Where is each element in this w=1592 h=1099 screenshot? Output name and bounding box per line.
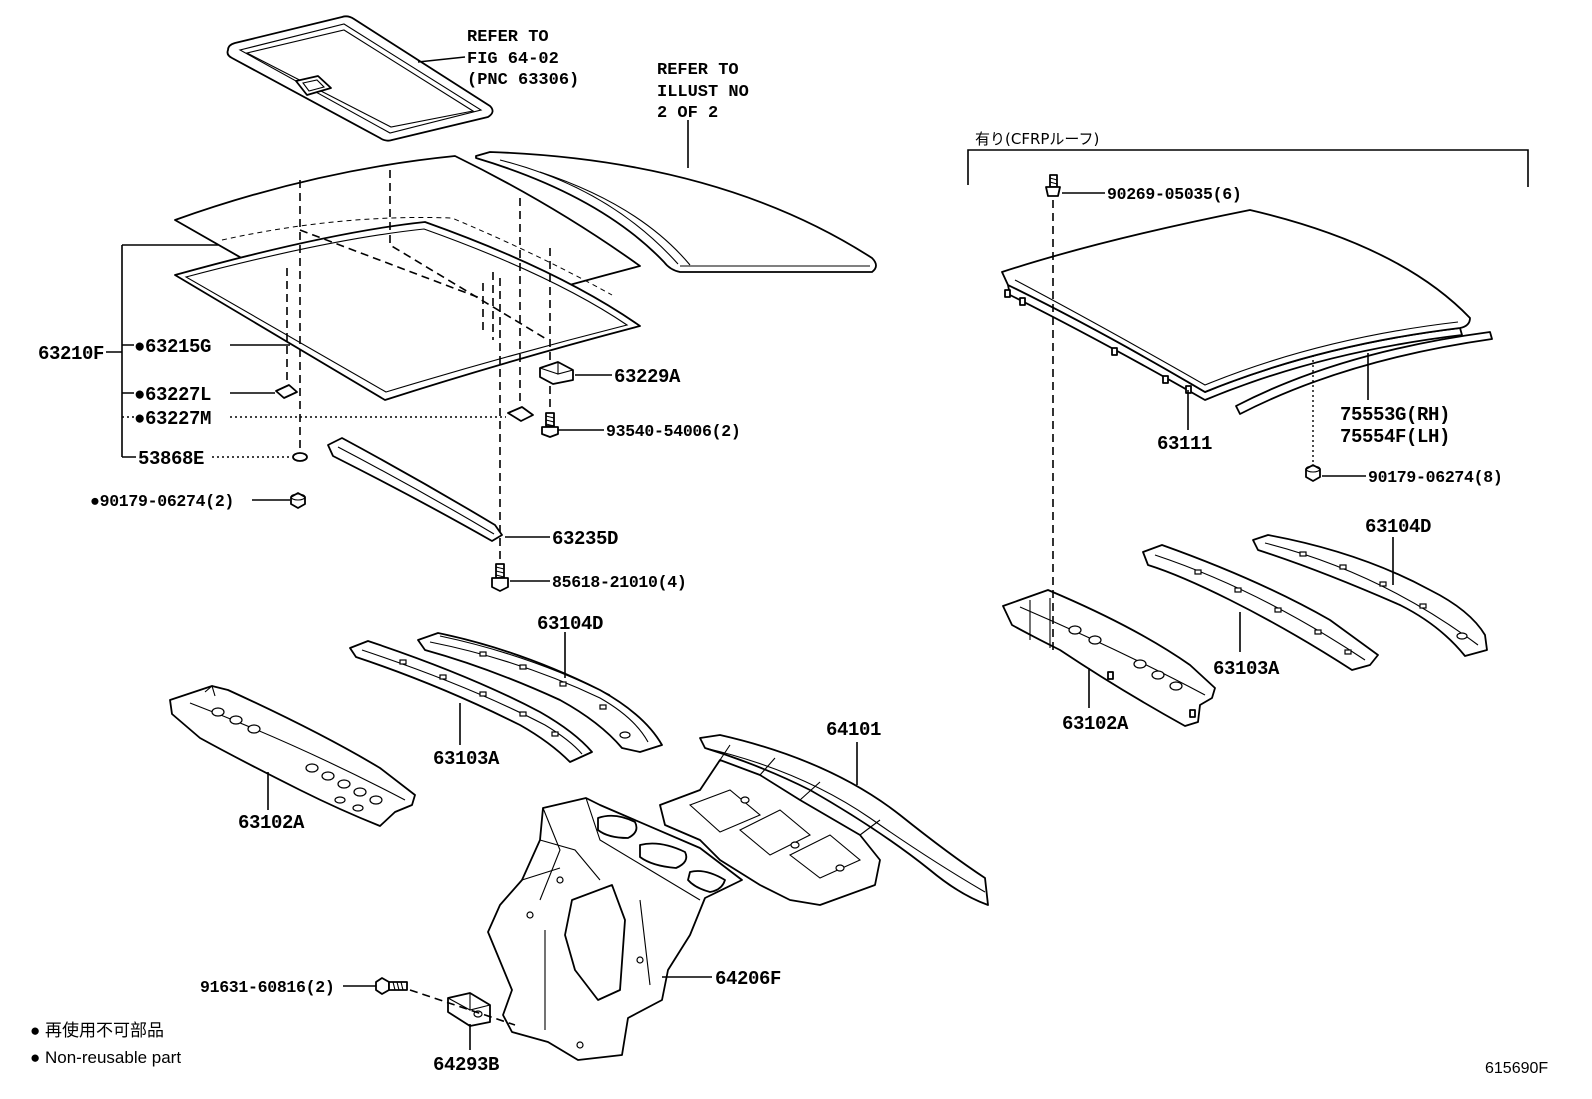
part-roof-panel-reference [475, 151, 877, 273]
legend-jp: ● 再使用不可部品 [30, 1020, 164, 1040]
leader-lines-cfrp [1052, 192, 1394, 708]
reference-line: REFER TO [467, 28, 549, 47]
part-bracket-63229A [539, 361, 574, 385]
part-nut-90179-right [1305, 464, 1321, 482]
callout-91631-60816: 91631-60816(2) [200, 978, 334, 997]
callout-85618-21010: 85618-21010(4) [552, 573, 686, 592]
callout-63229A: 63229A [614, 366, 681, 388]
callout-90179-06274-2: ●90179-06274(2) [90, 492, 234, 511]
part-roof-molding-75553G [1235, 331, 1493, 415]
callout-64101: 64101 [826, 719, 881, 741]
part-pad-63227L [275, 384, 298, 399]
part-cfrp-reinforcement-63102A [1002, 589, 1216, 727]
part-bar-63235D [327, 437, 503, 542]
callout-63227L: ●63227L [134, 384, 211, 406]
callout-93540-54006: 93540-54006(2) [606, 422, 740, 441]
callout-75554F: 75554F(LH) [1340, 426, 1450, 448]
part-bolt-85618 [491, 563, 509, 592]
callout-90179-06274-8: 90179-06274(8) [1368, 468, 1502, 487]
part-clip-63227M [507, 406, 534, 422]
part-reinforcement-63103A [349, 640, 593, 763]
callout-63111: 63111 [1157, 433, 1212, 455]
callout-63104D: 63104D [537, 613, 603, 635]
callout-90269-05035: 90269-05035(6) [1107, 185, 1241, 204]
callout-63215G: ●63215G [134, 336, 211, 358]
callout-64206F: 64206F [715, 968, 781, 990]
part-cfrp-reinforcement-63104D [1252, 534, 1488, 657]
leader-lines-main [106, 56, 858, 1050]
part-reinforcement-63104D [417, 632, 663, 753]
part-cfrp-roof-63111 [1001, 209, 1471, 401]
part-bracket-64293B [447, 992, 491, 1027]
part-nut-90179-left [290, 492, 306, 509]
callout-75553G: 75553G(RH) [1340, 404, 1450, 426]
callout-cfrp-63102A: 63102A [1062, 713, 1129, 735]
part-package-tray-64101 [659, 734, 989, 906]
reference-line: FIG 64-02 [467, 50, 559, 69]
reference-note-roof-panel: REFER TO ILLUST NO 2 OF 2 [657, 61, 749, 123]
part-rear-panel-64206F [487, 797, 743, 1061]
part-glass-seal [174, 221, 641, 401]
part-reinforcement-63102A [169, 685, 416, 827]
guide-lines [286, 170, 551, 563]
variant-heading: 有り(CFRPルーフ) [975, 130, 1099, 148]
reference-line: ILLUST NO [657, 83, 749, 102]
callout-63103A: 63103A [433, 748, 500, 770]
callout-cfrp-63103A: 63103A [1213, 658, 1280, 680]
reference-line: REFER TO [657, 61, 739, 80]
part-bolt-93540 [541, 412, 559, 438]
figure-id: 615690F [1485, 1060, 1548, 1077]
part-bolt-91631 [375, 977, 408, 995]
callout-64293B: 64293B [433, 1054, 499, 1076]
reference-note-sunroof: REFER TO FIG 64-02 (PNC 63306) [467, 28, 579, 90]
legend-en: ● Non-reusable part [30, 1048, 181, 1067]
reference-line: 2 OF 2 [657, 104, 718, 123]
legend: ● 再使用不可部品 ● Non-reusable part [30, 1020, 181, 1067]
part-cfrp-reinforcement-63103A [1142, 544, 1379, 671]
callout-63235D: 63235D [552, 528, 618, 550]
variant-bracket [967, 149, 1529, 187]
callout-53868E: 53868E [138, 448, 204, 470]
callout-63102A: 63102A [238, 812, 305, 834]
part-washer-53868E [292, 452, 308, 462]
reference-line: (PNC 63306) [467, 71, 579, 90]
callout-63227M: ●63227M [134, 408, 211, 430]
callout-63210F: 63210F [38, 343, 104, 365]
callout-cfrp-63104D: 63104D [1365, 516, 1431, 538]
part-sunroof-glass [226, 15, 494, 142]
part-bolt-90269 [1045, 174, 1061, 197]
